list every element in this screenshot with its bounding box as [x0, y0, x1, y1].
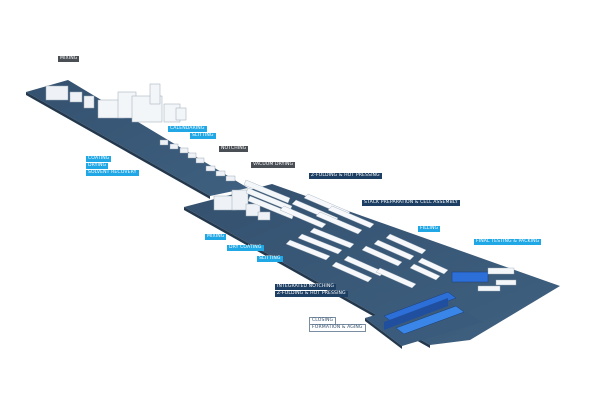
label-final-testing-packing: FINAL TESTING & PACKING [474, 239, 542, 245]
label-drying: DRYING [86, 163, 109, 169]
mixing-machinery [45, 85, 95, 109]
label-slitting-lower: SLITTING [257, 256, 283, 262]
label-coating: COATING [86, 156, 112, 162]
label-mixing: MIXING [58, 56, 80, 62]
label-notching: NOTCHING [219, 146, 249, 152]
label-vacuum-drying: VACUUM DRYING [251, 162, 296, 168]
label-z-folding-hot-pressing-lower: Z-FOLDING & HOT PRESSING [275, 291, 348, 297]
label-solvent-recovery: SOLVENT RECOVERY [86, 170, 139, 176]
dry-coating-machinery [213, 189, 271, 221]
label-z-folding-hot-pressing: Z-FOLDING & HOT PRESSING [309, 173, 382, 179]
integrated-notching-stations [285, 227, 355, 261]
label-formation-aging: FORMATION & AGING [309, 324, 366, 332]
label-calendaring: CALENDARING [168, 126, 207, 132]
label-dry-coating: DRY COATING [227, 245, 264, 251]
vacuum-drying-ovens [243, 179, 295, 220]
label-slitting-upper: SLITTING [190, 133, 216, 139]
label-filling: FILLING [418, 226, 441, 232]
label-mixing-lower: MIXING [205, 234, 227, 240]
lower-line-floor-edge [184, 207, 430, 348]
lower-line-floor [184, 184, 560, 345]
z-folding-stations [279, 193, 375, 235]
calendaring-slitting-units [159, 139, 236, 182]
cell-assembly-stations [331, 233, 427, 289]
label-integrated-notching: INTEGRATED NOTCHING [275, 284, 337, 290]
coating-machinery [97, 83, 187, 123]
finishing-floor-edge [365, 318, 402, 349]
filling-stations [409, 257, 449, 281]
upper-line-floor [26, 80, 248, 196]
upper-line-floor-edge [26, 92, 210, 199]
formation-aging-racks [383, 291, 465, 335]
final-testing-packing [451, 267, 517, 292]
label-stack-preparation-cell-assembly: STACK PREPARATION & CELL ASSEMBLY [362, 200, 460, 206]
